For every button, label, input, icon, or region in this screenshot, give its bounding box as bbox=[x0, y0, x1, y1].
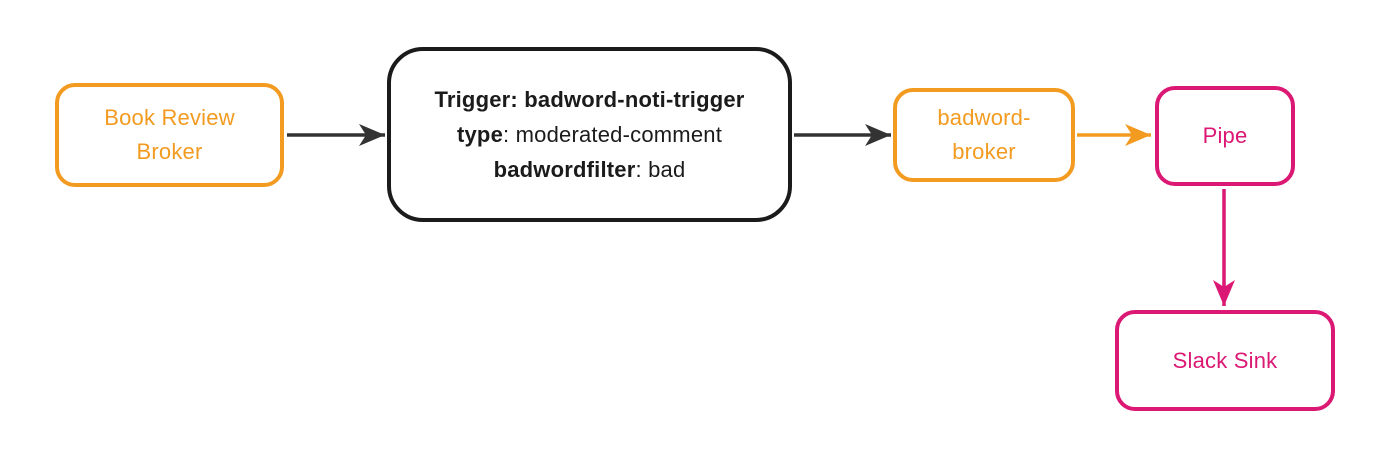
trigger-line-type: type: moderated-comment bbox=[456, 122, 723, 147]
node-badword-broker: badword- broker bbox=[893, 88, 1075, 182]
node-pipe: Pipe bbox=[1155, 86, 1295, 186]
node-label: Broker bbox=[136, 139, 203, 164]
node-slack-sink: Slack Sink bbox=[1115, 310, 1335, 411]
node-book-review-broker: Book Review Broker bbox=[55, 83, 284, 187]
node-label: Slack Sink bbox=[1172, 347, 1278, 373]
node-label: Pipe bbox=[1202, 123, 1248, 148]
node-label: Book Review bbox=[104, 105, 235, 130]
node-trigger: Trigger: badword-noti-trigger type: mode… bbox=[387, 47, 792, 222]
node-label: broker bbox=[952, 139, 1016, 164]
trigger-line-name: Trigger: badword-noti-trigger bbox=[434, 87, 745, 112]
node-label: badword- bbox=[937, 105, 1031, 130]
trigger-line-filter: badwordfilter: bad bbox=[493, 157, 686, 182]
